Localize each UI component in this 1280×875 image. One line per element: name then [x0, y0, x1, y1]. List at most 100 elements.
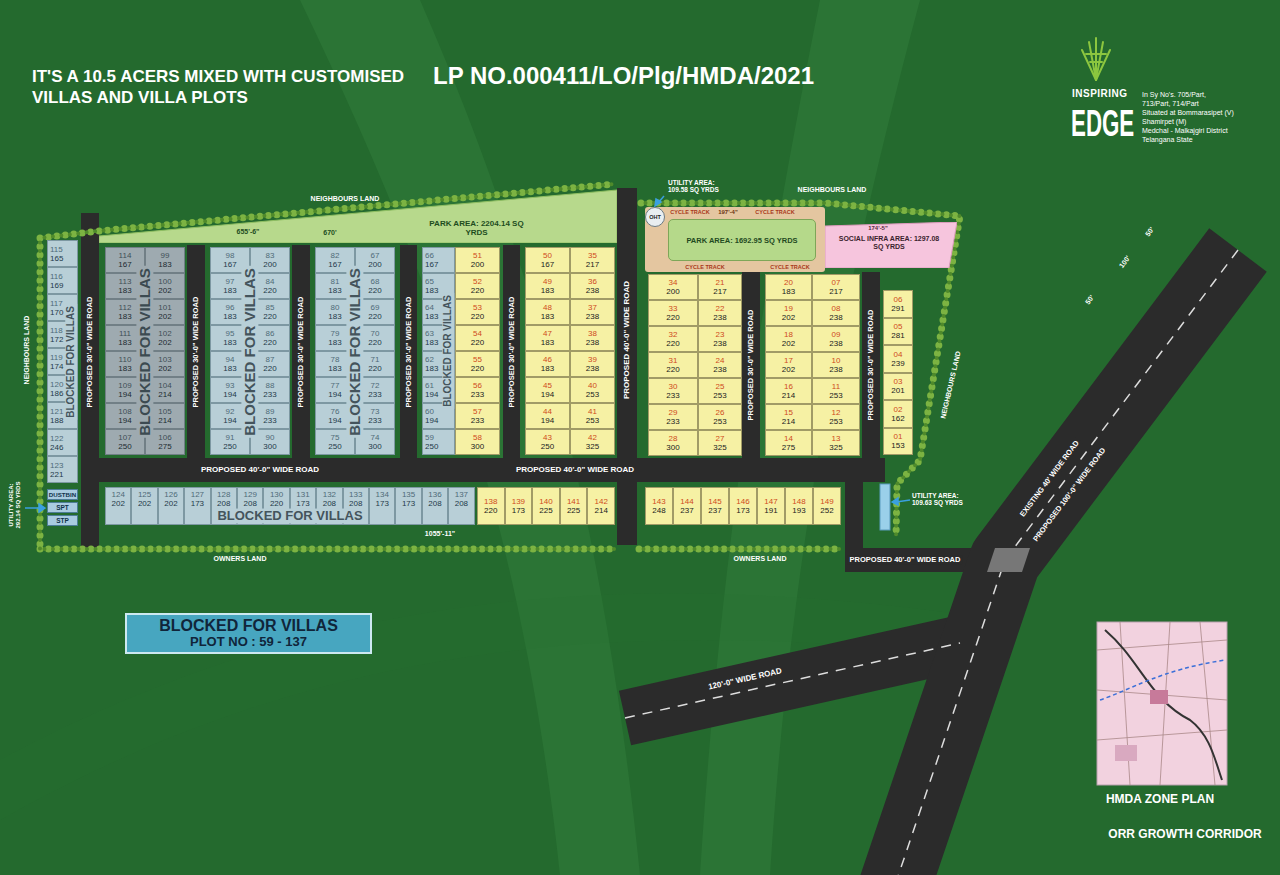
plot-area: 183 — [541, 338, 554, 347]
plot-number: 134 — [376, 490, 389, 499]
road-label: PROPOSED 40'-0" WIDE ROAD — [622, 281, 631, 399]
plot-number: 107 — [118, 433, 131, 442]
plot-number: 139 — [512, 497, 525, 506]
plot-area: 202 — [158, 364, 171, 373]
dimension: 50' — [1144, 226, 1156, 238]
address-line: Medchal - Malkajgiri District — [1142, 127, 1228, 135]
land-label: NEIGHBOURS LAND — [798, 186, 867, 194]
dimension: 174'-5" — [868, 225, 888, 232]
plot-box: 148193 — [785, 487, 813, 525]
plot-number: 47 — [543, 329, 552, 338]
plot-area: 325 — [829, 443, 842, 452]
plot-area: 252 — [820, 506, 833, 515]
plot-number: 50 — [543, 251, 552, 260]
plot-number: 75 — [331, 433, 340, 442]
plot-box: 124202 — [105, 487, 131, 525]
plot-box: 122246 — [47, 429, 78, 456]
plot-area: 220 — [666, 313, 679, 322]
plot-area: 173 — [191, 499, 204, 508]
plot-area: 214 — [595, 506, 608, 515]
plot-area: 300 — [263, 442, 276, 451]
plot-number: 12 — [832, 408, 841, 417]
plot-area: 153 — [891, 441, 904, 450]
plot-area: 253 — [829, 391, 842, 400]
plot-number: 15 — [784, 408, 793, 417]
plot-number: 113 — [119, 277, 132, 286]
plot-area: 202 — [782, 313, 795, 322]
plot-number: 14 — [784, 434, 793, 443]
plot-box: 126202 — [158, 487, 184, 525]
plot-box: 31220 — [648, 352, 698, 378]
plot-number: 130 — [270, 490, 283, 499]
plot-box: 24238 — [698, 352, 742, 378]
plot-area: 253 — [586, 416, 599, 425]
plot-number: 145 — [708, 497, 721, 506]
park-area: PARK AREA: 1692.95 SQ YRDS — [668, 219, 816, 261]
plot-box: 66167 — [422, 247, 455, 273]
plot-number: 114 — [119, 251, 132, 260]
plot-number: 123 — [50, 461, 63, 470]
plot-number: 144 — [680, 497, 693, 506]
plot-area: 291 — [891, 304, 904, 313]
road-label: PROPOSED 30'-0" WIDE ROAD — [747, 310, 756, 421]
box-text: SPT — [56, 504, 69, 512]
plot-number: 138 — [484, 497, 497, 506]
plot-number: 01 — [894, 432, 903, 441]
plot-box: 12253 — [812, 404, 860, 430]
plot-number: 108 — [118, 407, 131, 416]
plot-area: 220 — [471, 338, 484, 347]
plot-area: 281 — [891, 331, 904, 340]
plot-box: 40253 — [570, 377, 615, 403]
plot-area: 233 — [263, 390, 276, 399]
plot-box: 04239 — [883, 345, 913, 373]
plot-box: 42325 — [570, 429, 615, 455]
plot-area: 221 — [50, 470, 63, 479]
plot-area: 167 — [328, 260, 341, 269]
plot-number: 81 — [331, 277, 340, 286]
plot-number: 63 — [425, 329, 434, 338]
plot-number: 141 — [567, 497, 580, 506]
address-line: In Sy No's. 705/Part, — [1142, 91, 1206, 99]
plot-area: 233 — [666, 417, 679, 426]
plot-number: 02 — [894, 405, 903, 414]
cycle-track-label: CYCLE TRACK — [770, 264, 809, 270]
plot-number: 06 — [894, 295, 903, 304]
plot-area: 183 — [782, 287, 795, 296]
land-label: NEIGHBOURS LAND — [311, 195, 380, 203]
plot-area: 238 — [586, 364, 599, 373]
legend-heading: BLOCKED FOR VILLAS — [159, 617, 338, 635]
road-label: PROPOSED 30'-0" WIDE ROAD — [86, 297, 95, 408]
plot-number: 117 — [50, 299, 63, 308]
area-text: SOCIAL INFRA AREA: 1297.08 SQ YRDS — [835, 235, 943, 251]
plot-area: 217 — [829, 287, 842, 296]
plot-area: 200 — [666, 287, 679, 296]
stp-box: STP — [47, 515, 78, 526]
plot-number: 28 — [669, 434, 678, 443]
plot-area: 214 — [782, 391, 795, 400]
plot-area: 194 — [425, 390, 438, 399]
plot-area: 183 — [328, 286, 341, 295]
area-label: UTILITY AREA: 109.63 SQ YRDS — [912, 492, 978, 507]
plot-area: 162 — [891, 414, 904, 423]
plot-number: 88 — [266, 381, 275, 390]
plot-number: 98 — [226, 251, 235, 260]
plot-number: 110 — [119, 355, 132, 364]
plot-number: 148 — [792, 497, 805, 506]
plot-area: 238 — [713, 365, 726, 374]
plot-box: 147191 — [757, 487, 785, 525]
plot-area: 194 — [223, 416, 236, 425]
cycle-track-label: CYCLE TRACK — [755, 209, 794, 215]
plot-area: 186 — [50, 389, 63, 398]
area-label: UTILITY AREA: 109.58 SQ YRDS — [668, 179, 734, 194]
road-label: PROPOSED 40'-0" WIDE ROAD — [848, 556, 963, 565]
plot-area: 167 — [425, 260, 438, 269]
plot-area: 275 — [782, 443, 795, 452]
plot-area: 169 — [50, 281, 63, 290]
plot-box: 141225 — [560, 487, 588, 525]
plot-area: 220 — [368, 286, 381, 295]
plot-box: 144237 — [673, 487, 701, 525]
plot-area: 183 — [118, 286, 131, 295]
plot-area: 237 — [708, 506, 721, 515]
plot-area: 191 — [764, 506, 777, 515]
plot-area: 220 — [270, 499, 283, 508]
